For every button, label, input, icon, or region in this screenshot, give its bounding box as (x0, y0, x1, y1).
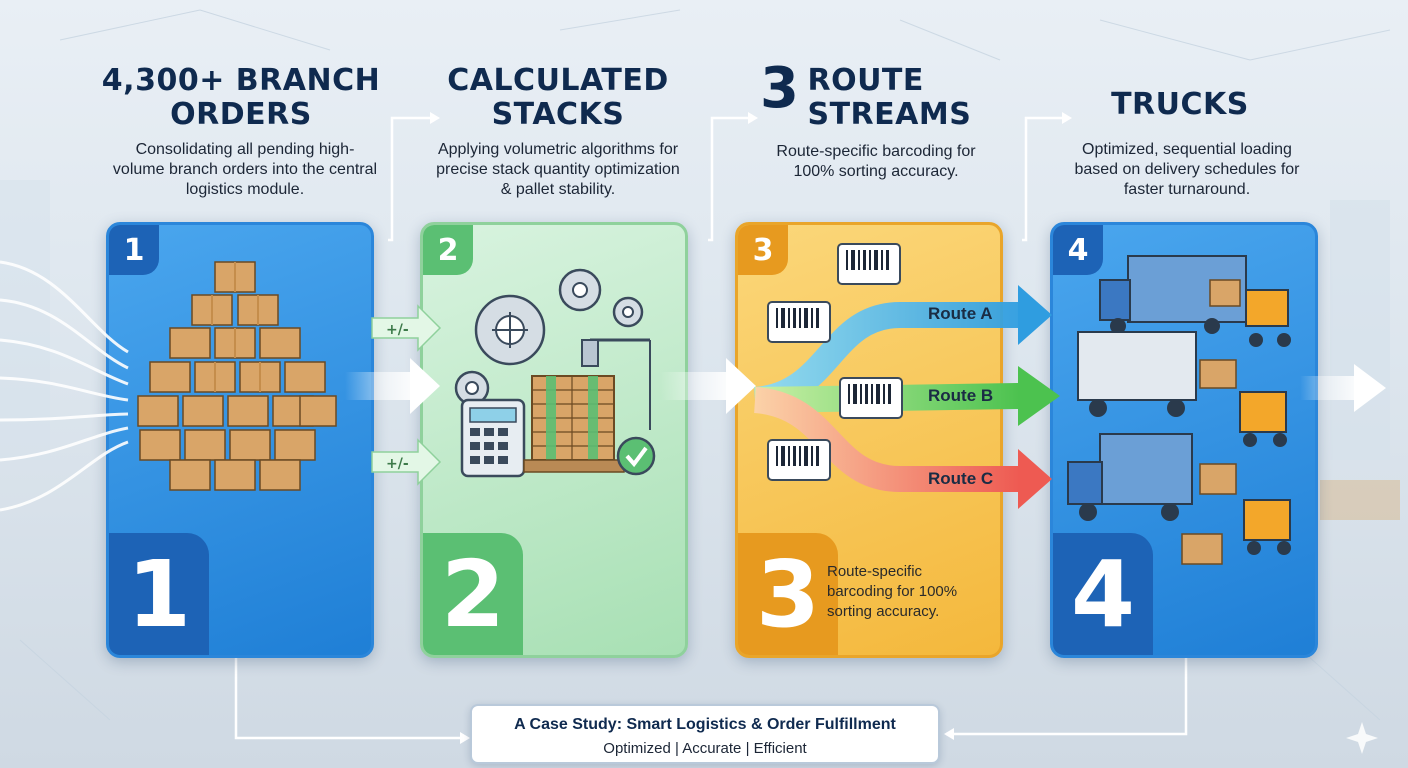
step1-description: Consolidating all pending high-volume br… (112, 141, 378, 198)
footer-title: A Case Study: Smart Logistics & Order Fu… (514, 716, 896, 733)
footer-subtitle: Optimized | Accurate | Efficient (603, 740, 807, 757)
route-a-label: Route A (928, 304, 993, 323)
step3-description: Route-specific barcoding for 100% sortin… (776, 143, 976, 180)
case-study-footer: A Case Study: Smart Logistics & Order Fu… (470, 704, 940, 764)
svg-text:+/-: +/- (386, 456, 409, 472)
step4-description: Optimized, sequential loading based on d… (1074, 141, 1300, 198)
route-b-label: Route B (928, 386, 994, 405)
step4-badge: 4 (1053, 225, 1103, 275)
incoming-order-lines (0, 260, 129, 512)
step2-badge: 2 (423, 225, 473, 275)
step3-title-number: 3 (760, 56, 800, 121)
stacked-boxes-icon (137, 261, 337, 491)
route-c-label: Route C (928, 469, 994, 488)
step3-big-number: 3 (738, 533, 838, 655)
truck-forklift-icon (1067, 255, 1291, 565)
calculator-gears-pallet-icon (454, 268, 656, 478)
step2-description: Applying volumetric algorithms for preci… (436, 141, 680, 198)
barcode-icon (767, 243, 903, 481)
step1-big-number: 1 (109, 533, 209, 655)
svg-text:+/-: +/- (386, 322, 409, 338)
flow-arrows: +/- +/- (345, 304, 1386, 486)
step2-big-number: 2 (423, 533, 523, 655)
step4-title: TRUCKS (1111, 87, 1249, 122)
step1-badge: 1 (109, 225, 159, 275)
step3-badge: 3 (738, 225, 788, 275)
step4-big-number: 4 (1053, 533, 1153, 655)
step3-panel-note: Route-specific barcoding for 100% sortin… (827, 563, 958, 620)
